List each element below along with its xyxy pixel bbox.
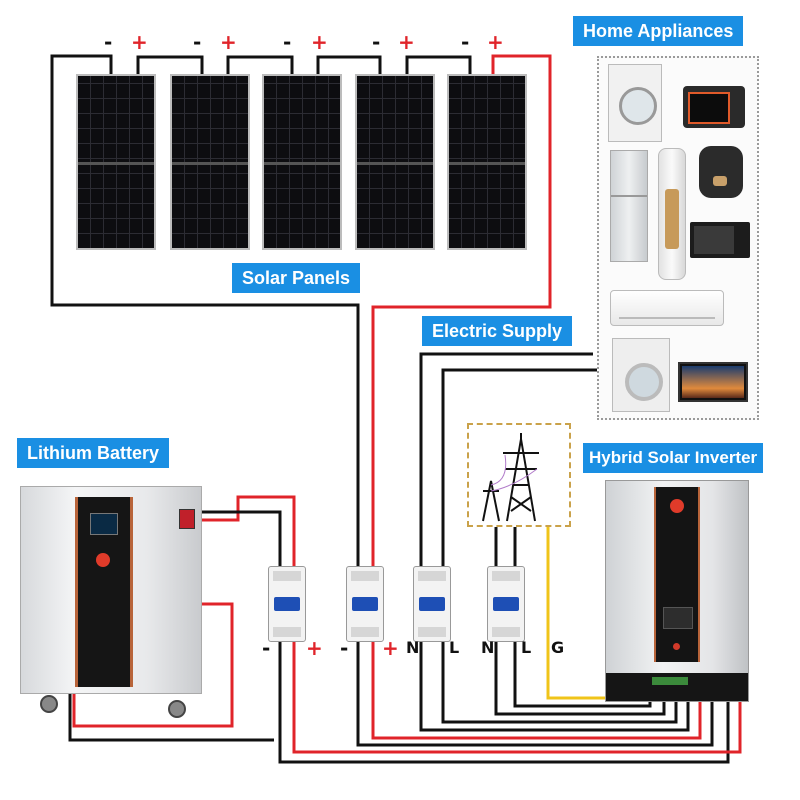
panel-2-positive: + bbox=[220, 30, 237, 54]
inverter-front-strip bbox=[654, 487, 700, 662]
hybrid-solar-inverter-unit bbox=[605, 480, 749, 702]
solar-panel-3 bbox=[262, 74, 342, 250]
battery-positive-wire bbox=[202, 495, 296, 566]
refrigerator-icon bbox=[610, 150, 648, 262]
hybrid-solar-inverter-label: Hybrid Solar Inverter bbox=[583, 443, 764, 473]
inverter-base bbox=[606, 673, 748, 701]
grid-breaker-l: L bbox=[449, 638, 460, 657]
inverter-power-button-icon bbox=[673, 643, 680, 650]
pv-breaker bbox=[346, 566, 384, 642]
lithium-battery-unit bbox=[20, 486, 202, 694]
panel-array-negative-wire bbox=[50, 54, 360, 566]
washing-machine-icon bbox=[608, 64, 662, 142]
battery-bottom-black-wire bbox=[68, 694, 274, 742]
battery-display bbox=[90, 513, 118, 535]
grid-neutral-wire bbox=[419, 352, 593, 566]
solar-panel-2 bbox=[170, 74, 250, 250]
b4-neutral-down bbox=[494, 642, 666, 716]
b1-positive-down bbox=[292, 642, 742, 754]
television-icon bbox=[678, 362, 748, 402]
battery-wheel-icon bbox=[168, 700, 186, 718]
battery-logo-icon bbox=[96, 553, 110, 567]
battery-bottom-red-wire bbox=[72, 602, 234, 728]
grid-live-wire bbox=[441, 368, 597, 566]
b3-live-down bbox=[441, 642, 678, 724]
breaker-handle-icon bbox=[493, 597, 519, 611]
panel-link-wire-2 bbox=[226, 55, 294, 74]
ground-terminal-g: G bbox=[551, 638, 565, 657]
solar-panel-5 bbox=[447, 74, 527, 250]
pv-breaker-positive: + bbox=[382, 636, 399, 660]
rice-cooker-icon bbox=[699, 146, 743, 198]
panel-4-negative: - bbox=[372, 30, 381, 54]
air-conditioner-tower-icon bbox=[658, 148, 686, 280]
battery-breaker-positive: + bbox=[306, 636, 323, 660]
output-breaker-l: L bbox=[521, 638, 532, 657]
battery-switch-icon bbox=[179, 509, 195, 529]
battery-breaker bbox=[268, 566, 306, 642]
lithium-battery-label: Lithium Battery bbox=[17, 438, 170, 468]
grid-supply-box bbox=[467, 423, 571, 527]
panel-5-negative: - bbox=[461, 30, 470, 54]
home-appliances-label: Home Appliances bbox=[573, 16, 744, 46]
panel-link-wire-1 bbox=[136, 55, 204, 74]
panel-4-positive: + bbox=[398, 30, 415, 54]
microwave-icon bbox=[690, 222, 750, 258]
wall-air-conditioner-icon bbox=[610, 290, 724, 326]
solar-panel-1 bbox=[76, 74, 156, 250]
breaker-handle-icon bbox=[352, 597, 378, 611]
breaker-handle-icon bbox=[419, 597, 445, 611]
toaster-oven-icon bbox=[683, 86, 745, 128]
solar-panels-label: Solar Panels bbox=[232, 263, 361, 293]
b2-negative-down bbox=[356, 642, 714, 747]
grid-breaker-n: N bbox=[406, 638, 420, 657]
b3-neutral-down bbox=[419, 642, 690, 732]
breaker-handle-icon bbox=[274, 597, 300, 611]
panel-link-wire-4 bbox=[405, 55, 472, 74]
front-loader-washer-icon bbox=[612, 338, 670, 412]
panel-5-positive: + bbox=[487, 30, 504, 54]
electric-supply-label: Electric Supply bbox=[422, 316, 573, 346]
battery-breaker-negative: - bbox=[262, 636, 271, 660]
panel-link-wire-3 bbox=[316, 55, 382, 74]
inverter-display bbox=[663, 607, 693, 629]
ac-output-breaker bbox=[487, 566, 525, 642]
b2-positive-down bbox=[371, 642, 702, 740]
panel-3-positive: + bbox=[311, 30, 328, 54]
panel-1-negative: - bbox=[104, 30, 113, 54]
inverter-logo-icon bbox=[670, 499, 684, 513]
pv-breaker-negative: - bbox=[340, 636, 349, 660]
output-breaker-n: N bbox=[481, 638, 495, 657]
transmission-tower-icon bbox=[482, 433, 539, 522]
panel-array-positive-wire bbox=[371, 54, 552, 566]
b1-negative-down bbox=[278, 642, 730, 764]
grid-input-breaker bbox=[413, 566, 451, 642]
panel-1-positive: + bbox=[131, 30, 148, 54]
panel-2-negative: - bbox=[193, 30, 202, 54]
b4-live-down bbox=[513, 642, 652, 708]
battery-negative-wire bbox=[202, 510, 282, 566]
battery-front-strip bbox=[75, 497, 133, 687]
solar-panel-4 bbox=[355, 74, 435, 250]
panel-3-negative: - bbox=[283, 30, 292, 54]
battery-wheel-icon bbox=[40, 695, 58, 713]
